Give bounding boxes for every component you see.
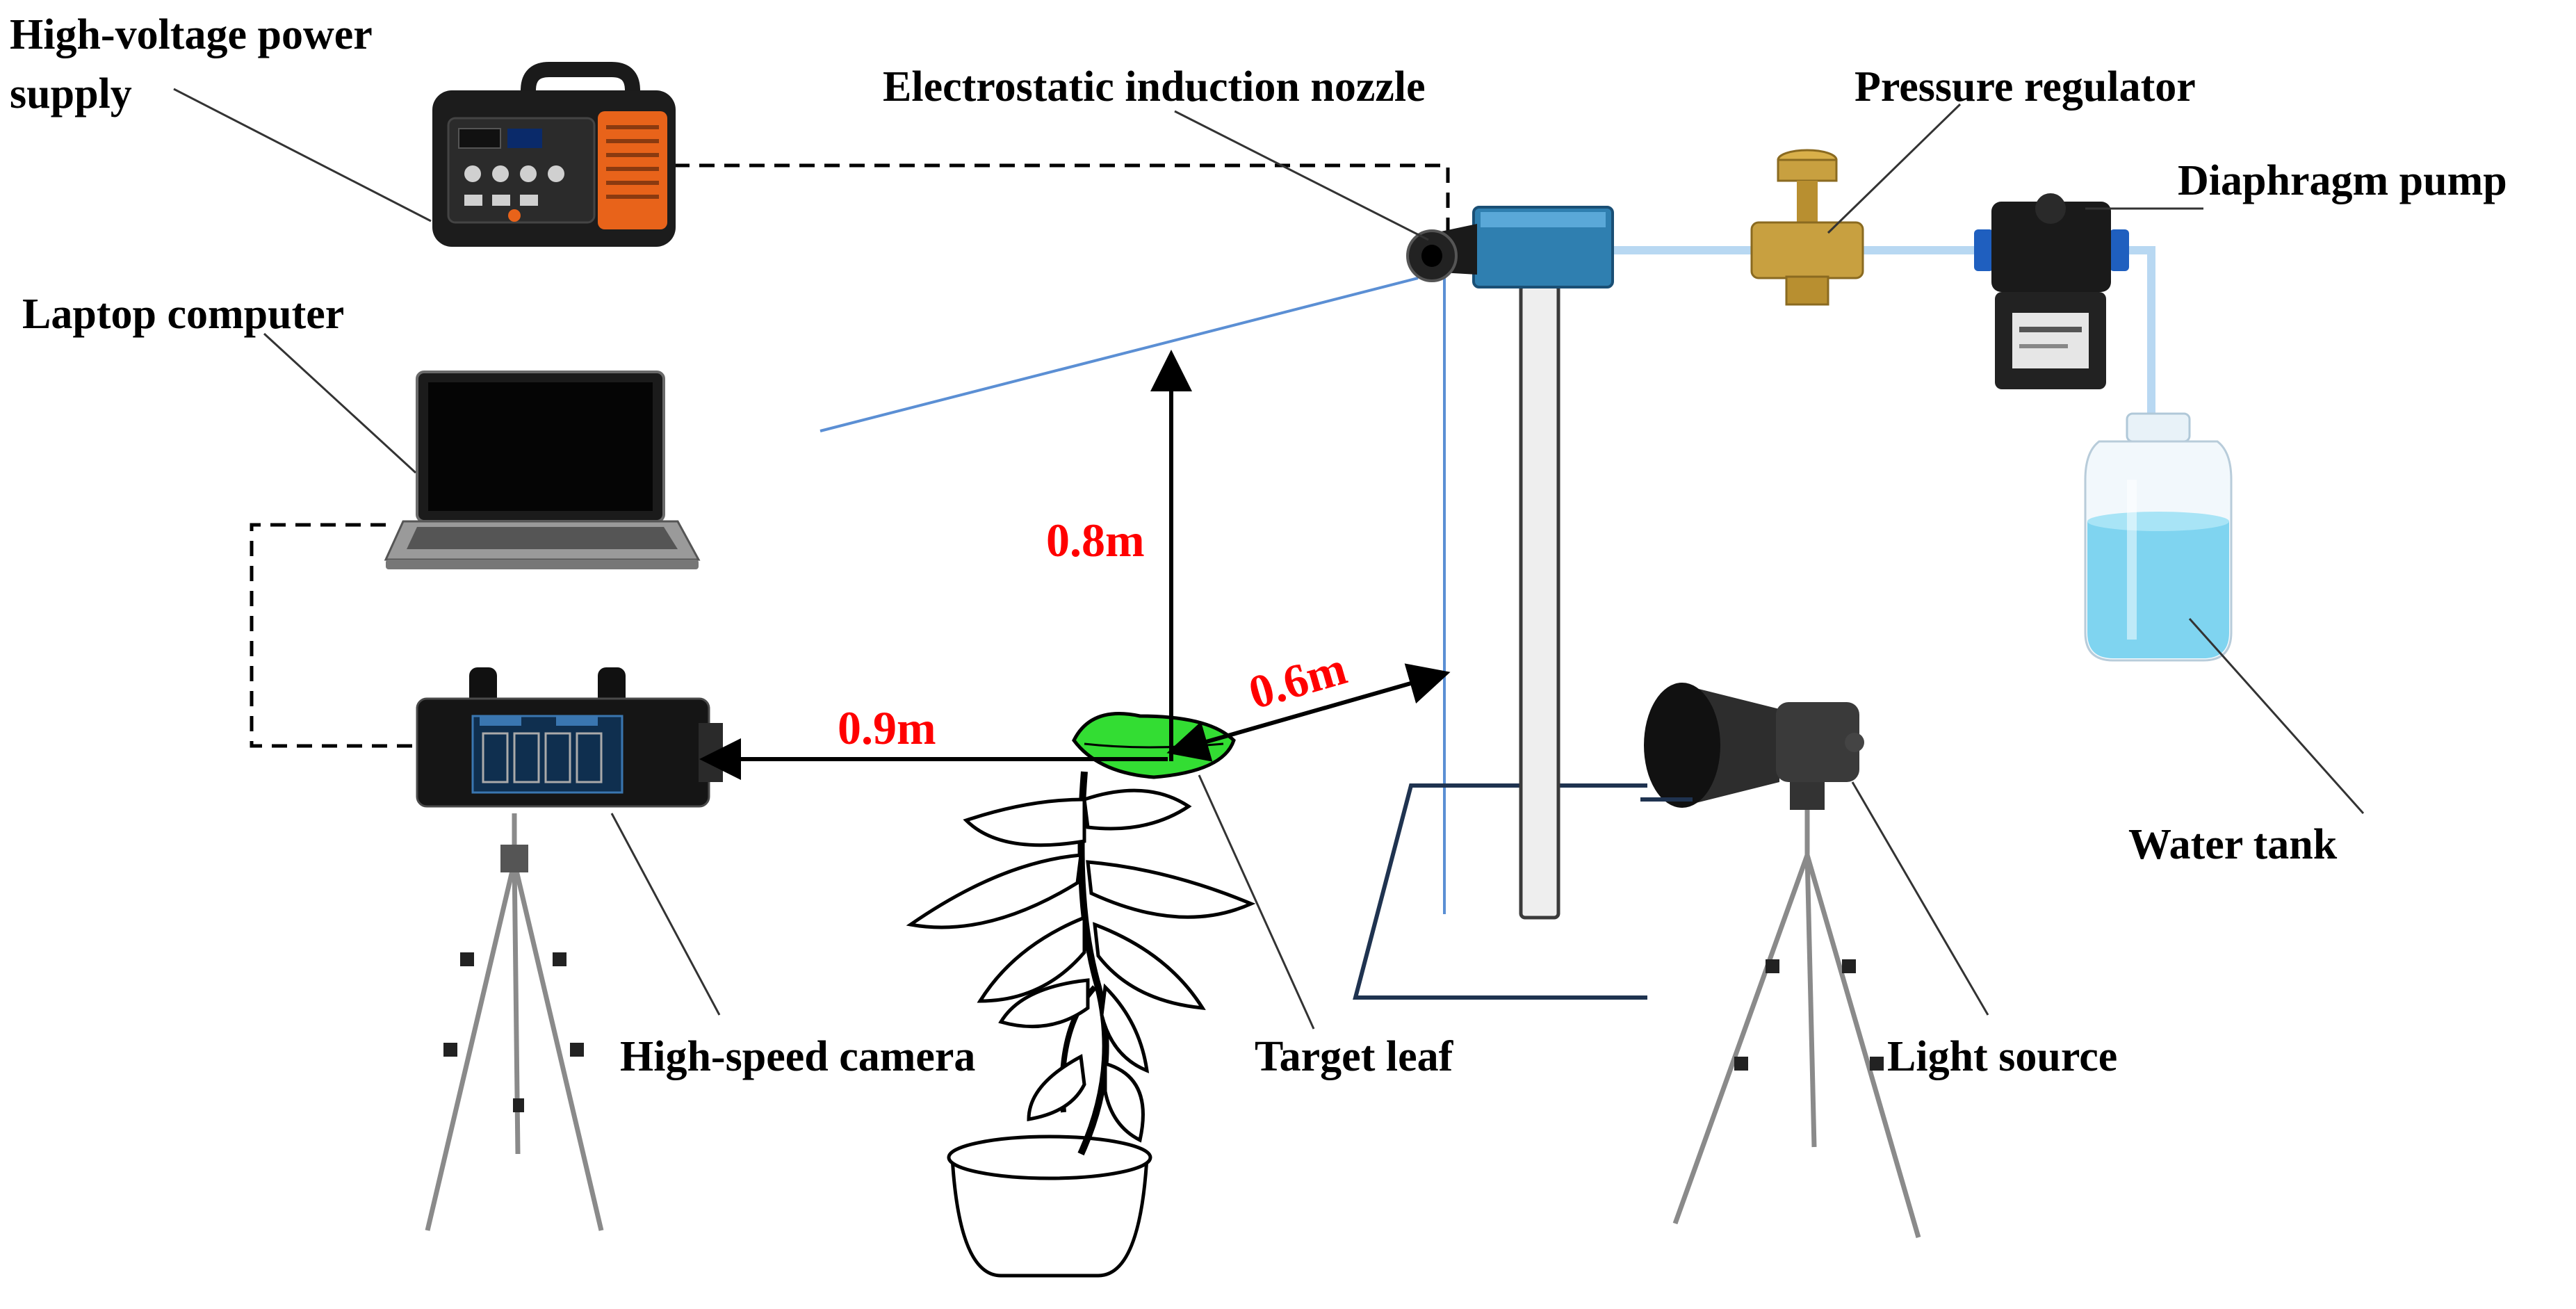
laptop-icon	[384, 371, 701, 569]
spray-lines	[820, 277, 1446, 914]
spray-platform	[1353, 783, 1647, 1000]
label-light-source: Light source	[1887, 1033, 2117, 1080]
leader-lines	[173, 88, 2365, 1030]
nozzle-offset-arrow	[1166, 663, 1451, 762]
power-supply-icon	[432, 62, 676, 247]
label-laptop: Laptop computer	[22, 291, 344, 338]
pressure-regulator-icon	[1750, 149, 1864, 306]
dimension-camera-distance-label: 0.9m	[838, 701, 936, 754]
potted-plant-icon	[906, 771, 1256, 1278]
dimension-height-label: 0.8m	[1046, 514, 1145, 567]
label-power-supply-line1: High-voltage power	[10, 11, 373, 58]
high-speed-camera-icon	[416, 667, 723, 808]
dimension-arrows	[699, 350, 1451, 780]
camera-tripod	[425, 813, 604, 1231]
labels: High-voltage power supply Electrostatic …	[10, 11, 2507, 1080]
laptop-to-camera-wire	[250, 523, 417, 748]
electrostatic-nozzle-icon	[1406, 206, 1614, 288]
nozzle-mast	[1519, 283, 1560, 920]
light-source-icon	[1644, 683, 1864, 810]
label-camera: High-speed camera	[620, 1033, 975, 1080]
label-power-supply-line2: supply	[10, 70, 132, 117]
label-nozzle: Electrostatic induction nozzle	[883, 63, 1426, 111]
light-tripod	[1672, 806, 1921, 1238]
power-to-nozzle-wire	[674, 163, 1450, 250]
diaphragm-pump-icon	[1974, 193, 2129, 389]
label-target-leaf: Target leaf	[1255, 1033, 1454, 1080]
label-diaphragm-pump: Diaphragm pump	[2178, 157, 2507, 204]
label-pressure-regulator: Pressure regulator	[1854, 63, 2196, 111]
spray-line-left	[820, 277, 1419, 432]
water-tank-icon	[2084, 412, 2233, 662]
dashed-signal-lines	[250, 163, 1450, 748]
dimension-nozzle-offset-label: 0.6m	[1243, 641, 1352, 719]
label-water-tank: Water tank	[2128, 821, 2338, 868]
